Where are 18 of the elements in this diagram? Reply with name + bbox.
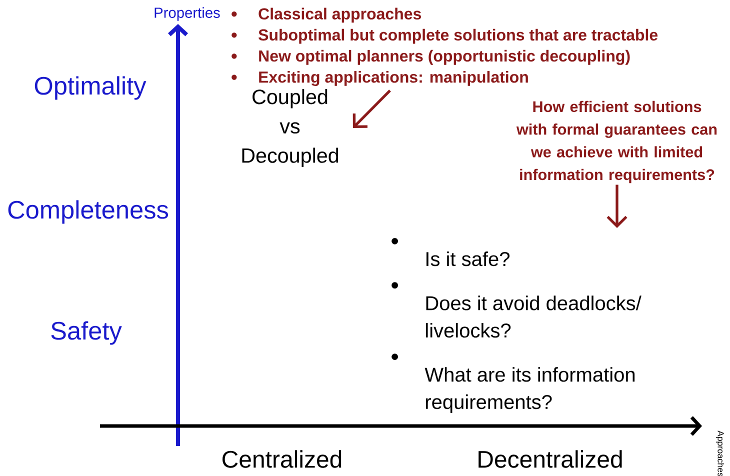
approach-label: Decentralized <box>478 450 622 468</box>
bullet-list: Is it safe? Does it avoid deadlocks/ livelocks? What are its information requirements? <box>392 238 642 414</box>
node-label: New optimal planners (opportunistic decoupling) <box>259 50 630 65</box>
approach-label: Centralized <box>222 450 342 468</box>
arrow <box>352 90 391 128</box>
node-label: Classical approaches <box>258 8 422 23</box>
node-label: Suboptimal but complete solutions that are tractable <box>258 28 658 44</box>
property-label: Safety <box>51 321 122 345</box>
node-label: What are its information requirements? <box>424 367 635 414</box>
comparison-text: Coupled vs Decoupled <box>242 89 338 167</box>
node-label: Is it safe? <box>426 251 510 266</box>
arrow <box>606 184 628 228</box>
question-text: How efficient solutions with formal guarantees can we achieve with limited information requirements? <box>516 100 717 184</box>
property-label: Optimality <box>34 76 146 100</box>
property-label: Completeness <box>8 200 168 224</box>
node-label: Does it avoid deadlocks/ livelocks? <box>426 296 642 338</box>
bullet-list: Classical approaches Suboptimal but complete solutions that are tractable New optimal planners (opportunistic decoupling) Exciting applications: manipulation <box>232 8 658 86</box>
node-label: Exciting applications: manipulation <box>259 71 528 86</box>
